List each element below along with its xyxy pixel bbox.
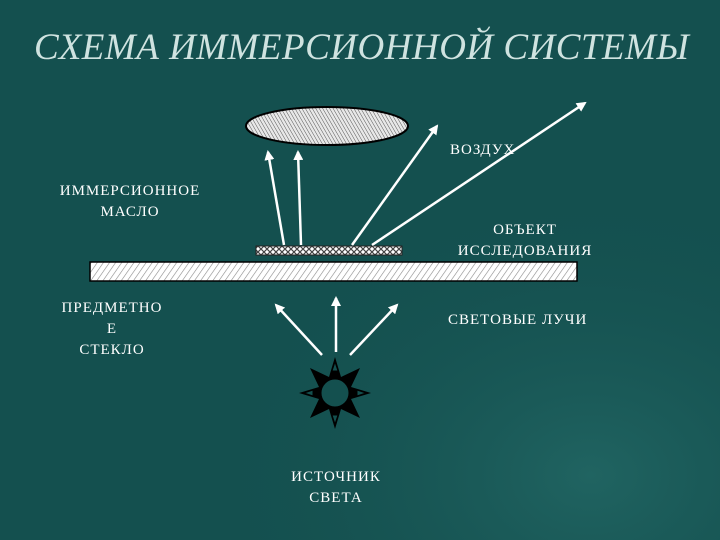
ray-air-2 xyxy=(371,101,587,247)
label-object: ОБЪЕКТ ИССЛЕДОВАНИЯ xyxy=(457,222,593,259)
ray-oil-2 xyxy=(293,150,304,246)
ray-source-3 xyxy=(349,303,399,356)
lens-icon xyxy=(245,106,409,146)
sun-icon xyxy=(299,357,371,429)
label-light-rays: СВЕТОВЫЕ ЛУЧИ xyxy=(448,312,588,328)
page-title: СХЕМА ИММЕРСИОННОЙ СИСТЕМЫ xyxy=(34,27,690,68)
label-light-source: ИСТОЧНИК СВЕТА xyxy=(291,469,381,506)
ray-source-1 xyxy=(274,303,323,356)
lower-light-rays xyxy=(274,296,399,356)
upper-light-rays xyxy=(264,101,587,247)
ray-oil-1 xyxy=(264,150,286,246)
label-immersion-oil: ИММЕРСИОННОЕ МАСЛО xyxy=(59,183,201,220)
specimen-icon xyxy=(255,245,403,256)
ray-air-1 xyxy=(350,124,439,246)
label-slide: ПРЕДМЕТНО Е СТЕКЛО xyxy=(61,300,163,358)
label-air: ВОЗДУХ xyxy=(450,142,516,158)
glass-slide-icon xyxy=(89,261,578,282)
